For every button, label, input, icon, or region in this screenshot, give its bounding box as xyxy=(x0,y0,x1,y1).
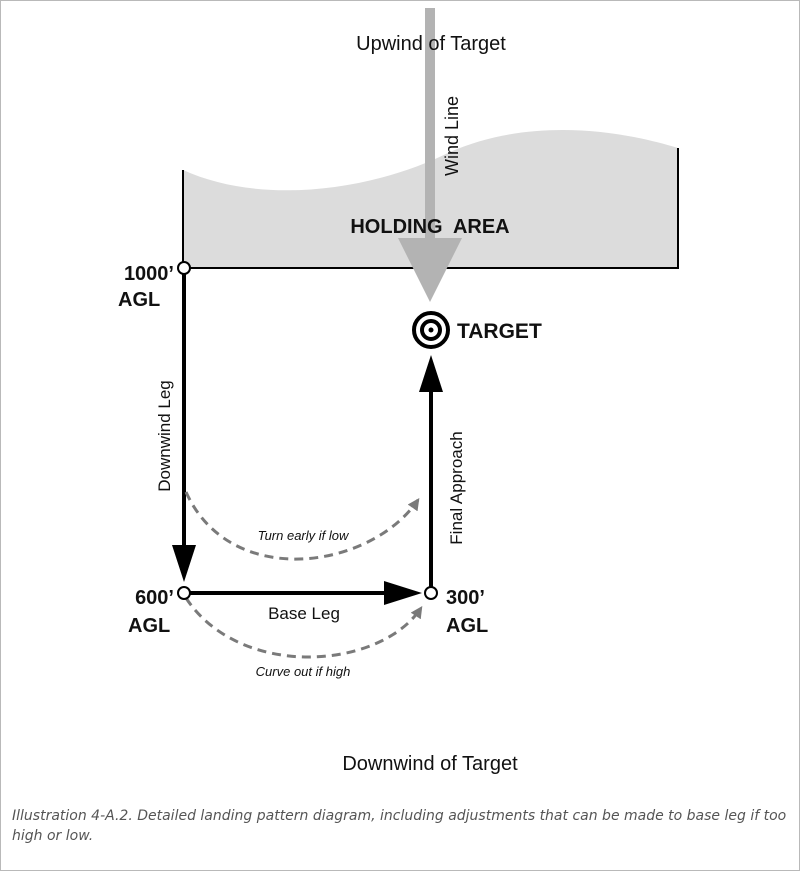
base-leg-arrowhead xyxy=(384,581,422,605)
altitude-300-unit: AGL xyxy=(446,615,488,637)
altitude-1000-value: 1000’ xyxy=(124,263,174,285)
turn-early-label: Turn early if low xyxy=(258,528,350,543)
waypoint-600-marker xyxy=(177,586,191,600)
curve-out-label: Curve out if high xyxy=(256,664,351,679)
turn-early-curve xyxy=(184,491,420,561)
upwind-label: Upwind of Target xyxy=(356,33,506,55)
base-leg-label: Base Leg xyxy=(268,604,340,623)
curve-out-curve xyxy=(184,597,423,659)
wind-line-label: Wind Line xyxy=(442,96,462,176)
final-approach-arrowhead xyxy=(419,355,443,392)
altitude-300-value: 300’ xyxy=(446,587,485,609)
downwind-leg-arrowhead xyxy=(172,545,196,582)
holding-area-label: HOLDING AREA xyxy=(350,216,509,238)
altitude-1000-unit: AGL xyxy=(118,289,160,311)
target-icon xyxy=(412,311,450,349)
altitude-600-value: 600’ xyxy=(135,587,174,609)
downwind-leg-label: Downwind Leg xyxy=(155,380,174,492)
landing-pattern-diagram: Upwind of Target Wind Line HOLDING AREA … xyxy=(118,8,679,775)
target-label: TARGET xyxy=(457,320,542,343)
downwind-label: Downwind of Target xyxy=(342,753,518,775)
final-approach-label: Final Approach xyxy=(447,431,466,544)
waypoint-1000-marker xyxy=(177,261,191,275)
altitude-600-unit: AGL xyxy=(128,615,170,637)
wind-line-arrow xyxy=(398,8,462,302)
waypoint-300-marker xyxy=(424,586,438,600)
figure-caption: Illustration 4-A.2. Detailed landing pat… xyxy=(12,808,787,844)
